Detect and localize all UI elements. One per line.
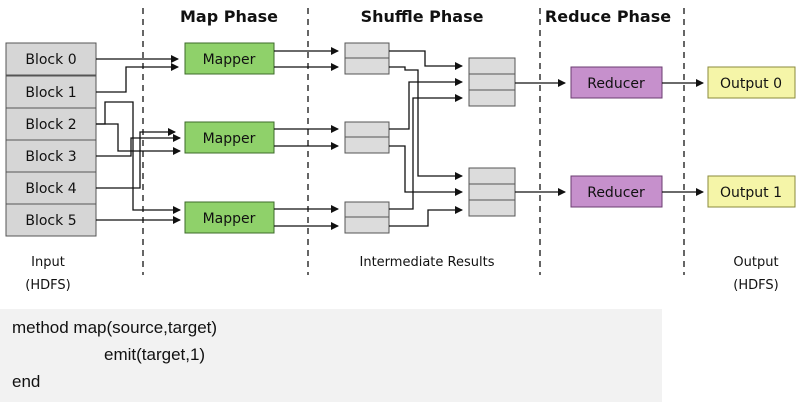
intermediate-results-caption: Intermediate Results xyxy=(360,255,495,270)
code-line-end: end xyxy=(12,372,41,391)
mapper-1-label: Mapper xyxy=(203,131,256,147)
shuffle-2b-r1 xyxy=(389,206,463,227)
input-blocks: Block 0 Block 1 Block 2 Block 3 Block 4 … xyxy=(5,42,97,237)
mappers: Mapper Mapper Mapper xyxy=(184,42,275,234)
input-block-2-label: Block 2 xyxy=(25,117,76,133)
shuffle-phase-title: Shuffle Phase xyxy=(361,7,484,26)
mapper-0 xyxy=(184,42,275,75)
code-line-emit: emit(target,1) xyxy=(104,345,206,364)
reducer-to-output-connectors xyxy=(662,79,704,196)
shuffle-1a-r0 xyxy=(389,78,463,130)
mapper-0-label: Mapper xyxy=(203,52,256,68)
output-0-label: Output 0 xyxy=(720,76,782,92)
input-to-mapper-connectors xyxy=(96,55,181,224)
input-block-0 xyxy=(5,42,97,76)
mapper-1 xyxy=(184,121,275,154)
shuffle-2a-r0 xyxy=(389,94,463,210)
input-caption: Input xyxy=(31,255,65,270)
reduce-phase-title: Reduce Phase xyxy=(545,7,671,26)
reduce-buffer-0 xyxy=(468,57,516,107)
input-block-3-label: Block 3 xyxy=(25,149,76,165)
connector-block4-mapper2 xyxy=(96,128,176,189)
map-buffer-2 xyxy=(344,201,390,234)
connector-block1b-mapper2 xyxy=(96,101,181,214)
reducer-1-label: Reducer xyxy=(587,185,645,201)
input-block-4-label: Block 4 xyxy=(25,181,76,197)
connector-block3-mapper1 xyxy=(96,134,181,157)
output-1-label: Output 1 xyxy=(720,185,782,201)
shuffle-0a-r0 xyxy=(389,50,463,70)
shuffle-1b-r1 xyxy=(389,145,463,196)
input-block-5 xyxy=(5,203,97,237)
reducer-1 xyxy=(570,175,663,208)
shuffle-0b-r1 xyxy=(389,66,463,180)
code-line-method: method map(source,target) xyxy=(12,318,218,337)
mapreduce-diagram: Map Phase Shuffle Phase Reduce Phase Blo… xyxy=(5,7,796,293)
input-caption-hdfs: (HDFS) xyxy=(25,278,70,293)
input-block-2 xyxy=(5,107,97,141)
map-buffer-0 xyxy=(344,42,390,75)
output-caption: Output xyxy=(733,255,778,270)
input-block-5-label: Block 5 xyxy=(25,213,76,229)
input-block-1-label: Block 1 xyxy=(25,85,76,101)
buffer-to-reducer-connectors xyxy=(515,79,566,196)
mapper-to-buffer-connectors xyxy=(274,47,339,230)
connector-block1-mapper0 xyxy=(96,63,179,93)
code-panel: method map(source,target) emit(target,1)… xyxy=(0,309,662,402)
reducer-0 xyxy=(570,66,663,99)
outputs: Output 0 Output 1 xyxy=(707,66,796,208)
output-1 xyxy=(707,175,796,208)
reduce-input-buffers xyxy=(468,57,516,217)
map-buffer-1 xyxy=(344,121,390,154)
map-phase-title: Map Phase xyxy=(180,7,278,26)
mapper-2 xyxy=(184,201,275,234)
output-0 xyxy=(707,66,796,99)
connector-block2-mapper1 xyxy=(96,123,181,155)
input-block-0-label: Block 0 xyxy=(25,52,76,68)
output-caption-hdfs: (HDFS) xyxy=(733,278,778,293)
input-block-3 xyxy=(5,139,97,173)
phase-separators xyxy=(142,8,685,275)
reducer-0-label: Reducer xyxy=(587,76,645,92)
map-output-buffers xyxy=(344,42,390,234)
reducers: Reducer Reducer xyxy=(570,66,663,208)
reduce-buffer-1 xyxy=(468,167,516,217)
mapper-2-label: Mapper xyxy=(203,211,256,227)
shuffle-connectors xyxy=(389,50,463,227)
